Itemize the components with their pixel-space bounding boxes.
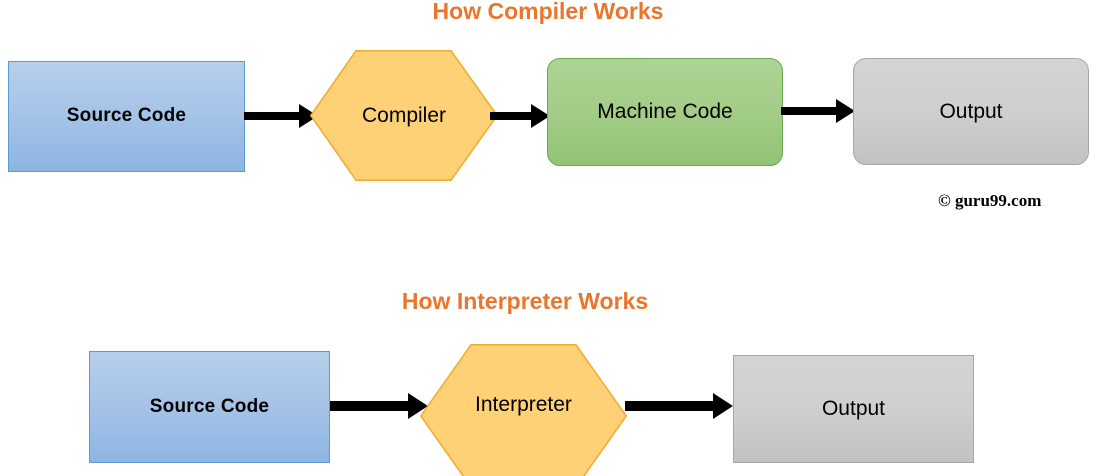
node-interpreter: Interpreter: [420, 344, 627, 476]
node-label: Machine Code: [597, 100, 733, 124]
node-label: Source Code: [66, 105, 187, 127]
node-output-compiler: Output: [853, 58, 1089, 165]
edge-interpreter-to-output: [625, 391, 735, 421]
edge-source-code-to-compiler: [244, 101, 320, 131]
node-label: Output: [939, 99, 1003, 123]
node-source-code-compiler: Source Code: [8, 61, 245, 172]
compiler-diagram-title: How Compiler Works: [432, 0, 664, 24]
node-label: Compiler: [361, 103, 447, 127]
node-label: Interpreter: [475, 392, 572, 416]
edge-source-code-to-interpreter: [330, 391, 430, 421]
node-label: Output: [821, 397, 886, 421]
interpreter-diagram-title: How Interpreter Works: [401, 288, 649, 314]
watermark-guru99: © guru99.com: [938, 191, 1042, 210]
node-machine-code: Machine Code: [547, 58, 783, 166]
edge-compiler-to-machine-code: [490, 101, 552, 131]
node-compiler: Compiler: [310, 50, 498, 181]
edge-machine-code-to-output: [781, 96, 857, 126]
node-source-code-interpreter: Source Code: [89, 351, 330, 463]
node-label: Source Code: [149, 395, 270, 417]
node-output-interpreter: Output: [733, 355, 974, 463]
